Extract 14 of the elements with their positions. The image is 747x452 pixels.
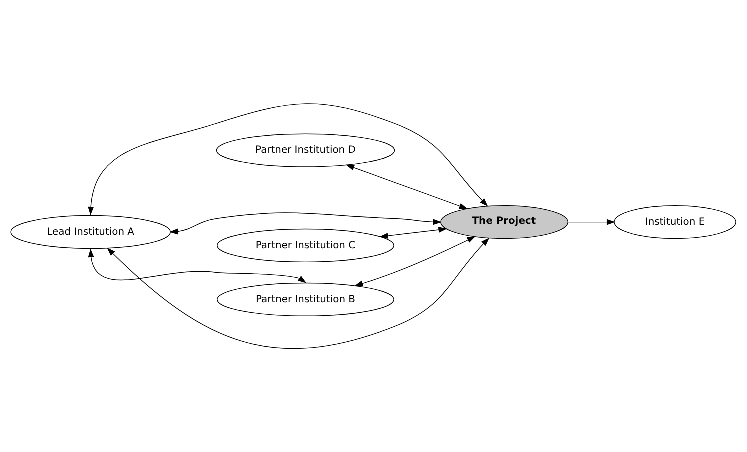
arrow — [107, 237, 490, 349]
node-ellipse: Institution E — [614, 204, 736, 239]
arrow — [380, 226, 448, 238]
arrow — [88, 103, 488, 216]
arrow — [170, 212, 442, 234]
arrow — [88, 248, 307, 283]
node-ellipse: Partner Institution B — [217, 282, 394, 316]
arrow — [346, 164, 468, 209]
node-ellipse: Lead Institution A — [10, 214, 171, 249]
arrow — [354, 236, 476, 286]
arrow — [568, 218, 616, 225]
node-ellipse: Partner Institution D — [216, 133, 396, 167]
node-ellipse: The Project — [440, 204, 569, 239]
node-ellipse: Partner Institution C — [217, 228, 394, 262]
